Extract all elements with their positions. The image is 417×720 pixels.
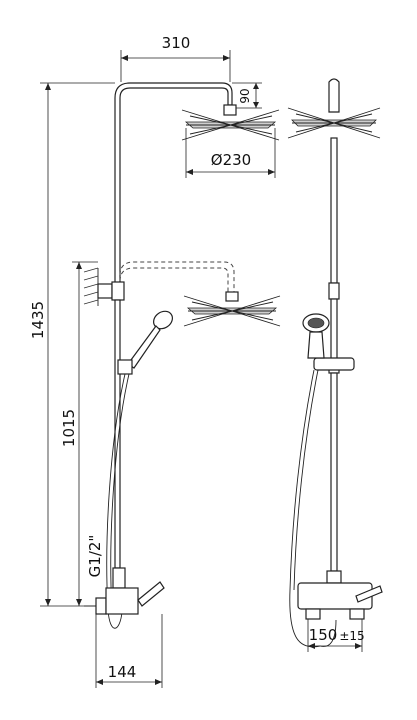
dimension-total-height: 1435 <box>29 82 115 607</box>
dimension-head-diameter: Ø230 <box>185 128 276 178</box>
front-slider-bracket <box>313 357 355 371</box>
dimension-drop-label: 90 <box>238 88 252 103</box>
front-riser-pipe <box>328 137 340 572</box>
arm-dashed-alternative <box>119 261 235 292</box>
dimension-mixer-height-label: 1015 <box>60 409 78 447</box>
dimension-width-top-label: 310 <box>162 34 191 52</box>
dimension-total-height-label: 1435 <box>29 301 47 339</box>
dimension-mixer-height: 1015 <box>60 261 98 606</box>
dimension-head-diameter-label: Ø230 <box>211 151 251 169</box>
shower-head-lower <box>183 291 281 327</box>
front-shower-head-top <box>287 107 381 139</box>
dimension-projection-label: 144 <box>108 663 137 681</box>
dimension-drop: 90 <box>232 82 262 109</box>
thread-size-label: G1/2" <box>86 535 104 578</box>
riser-pipe-upper <box>114 82 233 301</box>
shower-head-top <box>181 104 280 141</box>
riser-pipe-lower <box>114 299 121 569</box>
front-hand-shower <box>289 313 330 648</box>
dimension-width-top: 310 <box>120 34 231 82</box>
wall-bracket <box>83 267 125 306</box>
dimension-center-tolerance-label: ±15 <box>339 629 364 643</box>
dimension-center-spacing: 150 ±15 <box>307 619 365 652</box>
dimension-projection: 144 <box>95 614 163 688</box>
front-mixer <box>297 570 383 620</box>
dimension-center-spacing-label: 150 <box>309 626 338 644</box>
front-riser-top <box>328 78 340 113</box>
mixer-side <box>84 567 165 615</box>
hand-shower <box>106 310 173 629</box>
